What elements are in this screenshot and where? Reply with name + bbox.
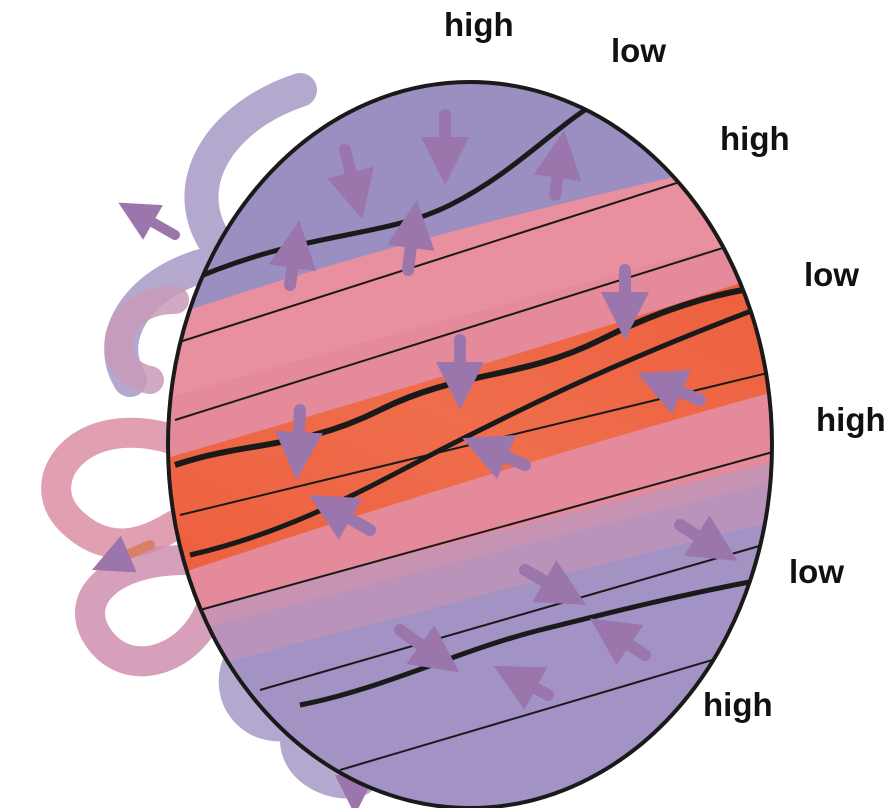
label-high-4: high — [703, 688, 773, 721]
outflow-loop-middle — [56, 433, 175, 544]
outflow-loop-upper — [118, 300, 175, 380]
outflow-arrow-icon — [140, 215, 175, 235]
wind-arrow-icon — [555, 160, 560, 195]
label-low-1: low — [611, 34, 666, 67]
wind-arrow-icon — [290, 250, 295, 285]
wind-arrow-icon — [298, 410, 300, 450]
label-high-3: high — [816, 403, 886, 436]
label-low-2: low — [804, 258, 859, 291]
label-high-2: high — [720, 122, 790, 155]
label-high-1: high — [444, 8, 514, 41]
label-low-3: low — [789, 555, 844, 588]
wind-arrow-icon — [408, 230, 413, 270]
